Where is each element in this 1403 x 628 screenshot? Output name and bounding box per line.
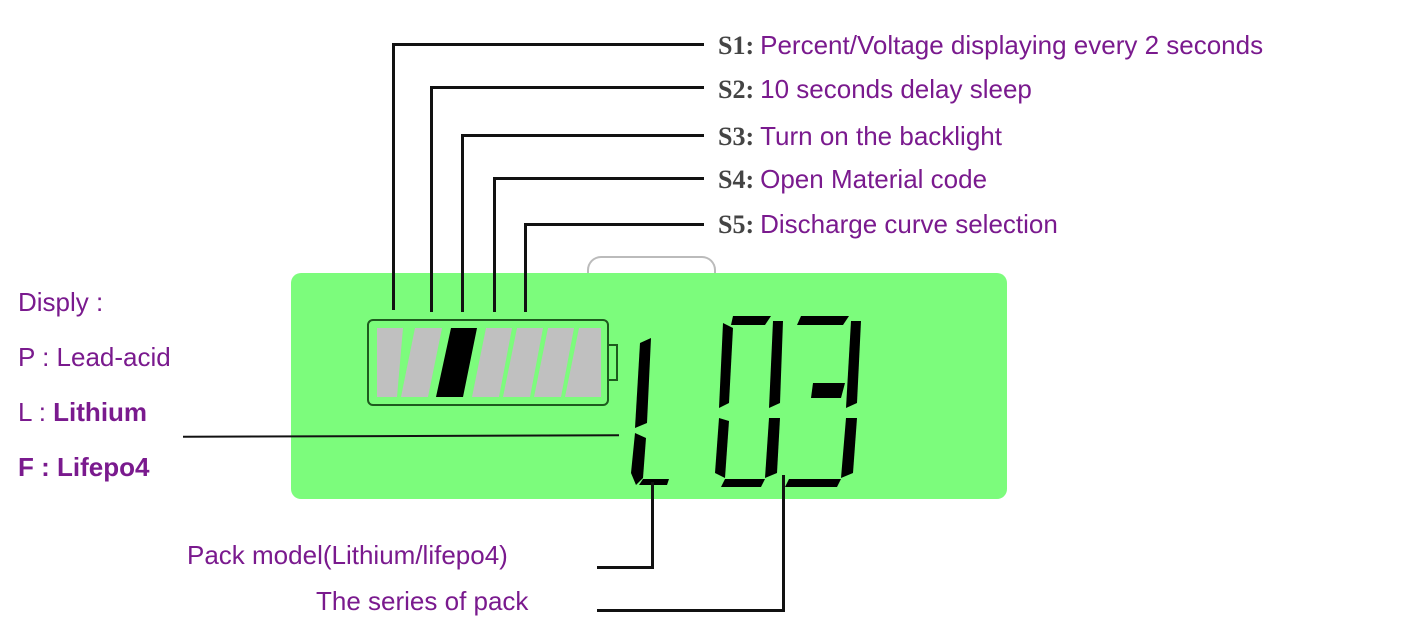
setting-label: Open Material code: [760, 164, 988, 194]
setting-label: Percent/Voltage displaying every 2 secon…: [760, 30, 1264, 60]
pack-model-label: Pack model(Lithium/lifepo4): [187, 540, 508, 570]
setting-s1: S1:Percent/Voltage displaying every 2 se…: [718, 30, 1263, 61]
leader-line-s1-v: [392, 43, 395, 310]
lcd-panel: [291, 273, 1007, 499]
leader-line-s2-v: [430, 86, 433, 312]
leader-line-s1-h: [392, 43, 704, 46]
leader-line-pack-v: [651, 482, 654, 569]
lcd-digit-0: [715, 316, 783, 487]
legend-label: Lead-acid: [56, 342, 171, 372]
leader-line-series-v: [782, 475, 785, 612]
setting-label: Turn on the backlight: [760, 121, 1002, 151]
setting-key: S4:: [718, 165, 755, 194]
legend-title: Disply :: [18, 287, 104, 317]
legend-key: L: [18, 397, 32, 427]
leader-line-s3-v: [461, 134, 464, 312]
leader-line-s4-h: [493, 177, 704, 180]
setting-s4: S4:Open Material code: [718, 164, 987, 195]
setting-label: Discharge curve selection: [760, 209, 1058, 239]
legend-label: Lifepo4: [57, 452, 150, 482]
leader-line-s5-h: [524, 223, 704, 226]
leader-line-pack-h: [597, 566, 654, 569]
setting-s5: S5:Discharge curve selection: [718, 209, 1058, 240]
lcd-display-graphic: [367, 316, 861, 487]
setting-key: S3:: [718, 122, 755, 151]
legend-label: Lithium: [53, 397, 148, 427]
setting-key: S2:: [718, 75, 755, 104]
battery-icon: [367, 319, 618, 406]
setting-key: S1:: [718, 31, 755, 60]
series-label: The series of pack: [316, 586, 529, 616]
legend-item-p: P : Lead-acid: [18, 342, 171, 372]
leader-line-s4-v: [493, 177, 496, 312]
legend-item-l: L : Lithium: [18, 397, 148, 427]
leader-line-s3-h: [461, 134, 704, 137]
legend-item-f: F : Lifepo4: [18, 452, 150, 482]
leader-line-s2-h: [430, 86, 704, 89]
leader-line-s5-v: [524, 223, 527, 312]
setting-key: S5:: [718, 210, 755, 239]
lcd-digit-3: [785, 316, 861, 487]
setting-s2: S2:10 seconds delay sleep: [718, 74, 1032, 105]
legend-key: P: [18, 342, 35, 372]
leader-line-series-h: [597, 609, 785, 612]
legend-key: F: [18, 452, 34, 482]
setting-label: 10 seconds delay sleep: [760, 74, 1032, 104]
lcd-top-tab: [587, 256, 716, 278]
lcd-digit-L: [631, 338, 669, 485]
setting-s3: S3:Turn on the backlight: [718, 121, 1002, 152]
